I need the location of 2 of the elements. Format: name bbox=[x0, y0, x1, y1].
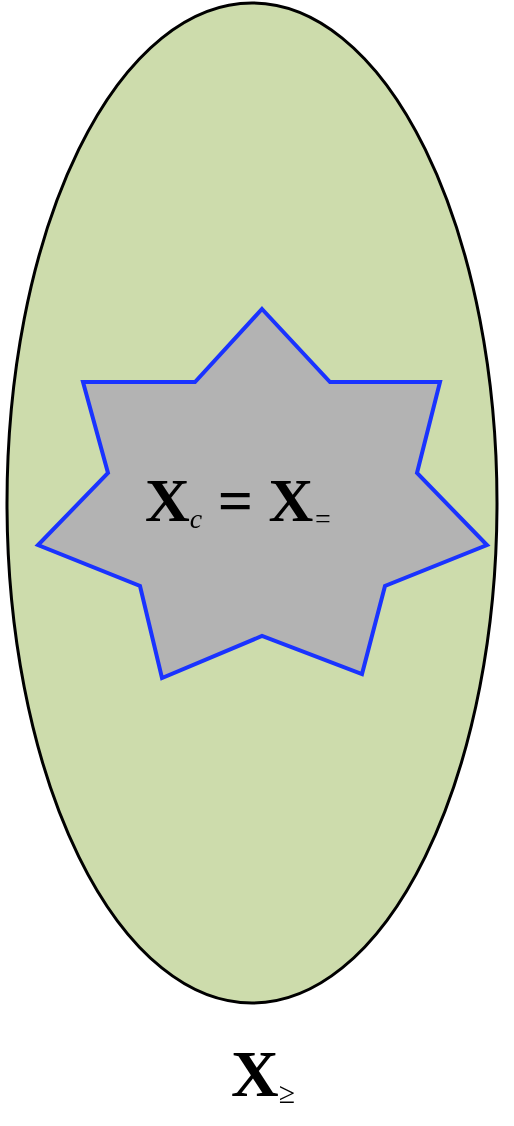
set-label: X$_{≥}$ bbox=[231, 1041, 295, 1110]
set-label: X$_{c}$ = X$_{=}$ bbox=[145, 469, 333, 533]
